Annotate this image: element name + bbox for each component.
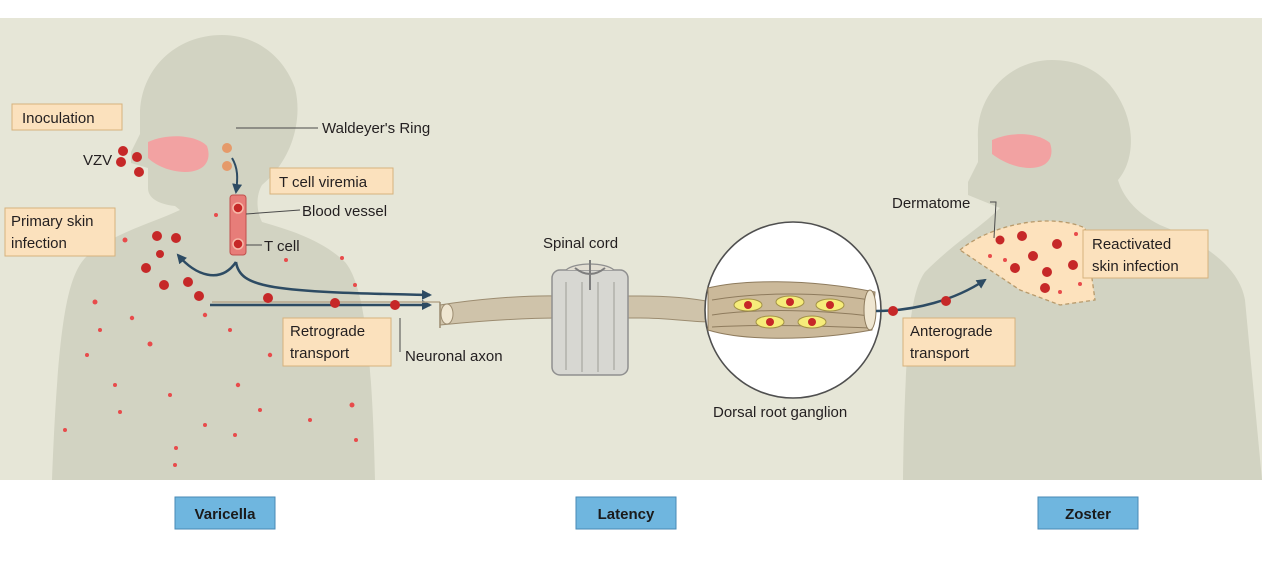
spinal-cord-label: Spinal cord [543, 235, 618, 252]
neuronal-axon-label: Neuronal axon [405, 348, 503, 365]
varicella-body [52, 35, 375, 480]
virus-particle [941, 296, 951, 306]
anterograde-label-line1: Anterograde [910, 323, 993, 340]
anterograde-label-line2: transport [910, 345, 970, 362]
latency-section-box [575, 496, 677, 530]
t-cell-viremia-box [269, 167, 394, 195]
retrograde-label-line1: Retrograde [290, 323, 365, 340]
retrograde-label-line2: transport [290, 345, 350, 362]
t-cell-mark [232, 238, 244, 250]
t-cell-mark [232, 202, 244, 214]
skin-virions [141, 231, 204, 301]
skin-spread-arrow [176, 253, 238, 277]
retrograde-transport-box [282, 317, 392, 367]
blood-vessel-leader [245, 209, 301, 215]
vzv-label: VZV [83, 152, 112, 169]
zoster-section-box [1037, 496, 1139, 530]
virus-particle [888, 306, 898, 316]
retrograde-arrow-top [234, 261, 432, 300]
waldeyers-ring-dot [222, 161, 232, 171]
t-cell-label: T cell [264, 238, 300, 255]
varicella-section-box [174, 496, 276, 530]
anterograde-transport-box [902, 317, 1016, 367]
virus-particle [330, 298, 340, 308]
latency-section-label: Latency [598, 506, 655, 523]
zoster-section-label: Zoster [1065, 506, 1111, 523]
blood-vessel-label: Blood vessel [302, 203, 387, 220]
dorsal-root-ganglion-illustration [704, 221, 882, 399]
virus-particle [263, 293, 273, 303]
waldeyers-ring-label: Waldeyer's Ring [322, 120, 430, 137]
varicella-mouth [148, 136, 209, 172]
primary-skin-label-line2: infection [11, 235, 67, 252]
dermatome-label: Dermatome [892, 195, 970, 212]
waldeyers-ring-dot [222, 143, 232, 153]
skin-spots [63, 213, 358, 467]
dorsal-root-ganglion-label: Dorsal root ganglion [713, 404, 847, 421]
reactivated-label-line2: skin infection [1092, 258, 1179, 275]
t-cell-viremia-label: T cell viremia [279, 174, 368, 191]
inoculation-box [11, 103, 123, 131]
waldeyer-arrow [231, 157, 243, 194]
dermatome-leader [990, 201, 997, 239]
virus-particle [390, 300, 400, 310]
reactivated-label-line1: Reactivated [1092, 236, 1171, 253]
spinal-cord-illustration [551, 260, 629, 376]
zoster-mouth [992, 134, 1052, 168]
primary-skin-infection-box [4, 207, 116, 257]
primary-skin-label-line1: Primary skin [11, 213, 94, 230]
inoculation-label: Inoculation [22, 110, 95, 127]
vzv-virions [116, 146, 144, 177]
reactivated-skin-infection-box [1082, 229, 1209, 279]
varicella-section-label: Varicella [195, 506, 257, 523]
reactivated-virions [995, 231, 1078, 293]
dermatome-spots [988, 232, 1082, 294]
